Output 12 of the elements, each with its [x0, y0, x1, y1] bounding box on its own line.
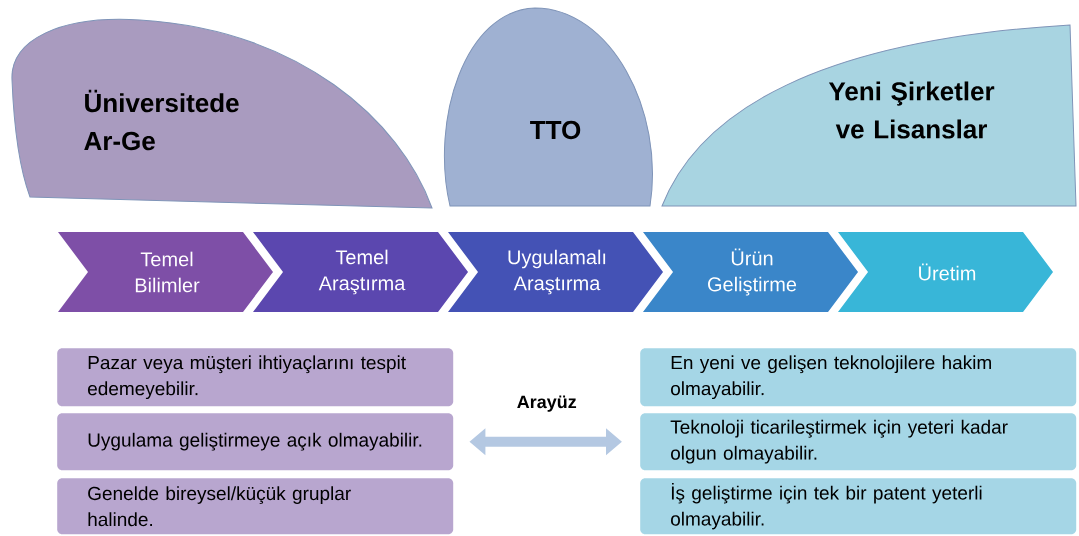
process-step: Üretim: [838, 232, 1053, 312]
process-step: Uygulamalı Araştırma: [448, 232, 663, 312]
process-step: Temel Araştırma: [253, 232, 468, 312]
text-box: Pazar veya müşteri ihtiyaçlarını tespit edemeyebilir.: [57, 348, 454, 407]
text-box: Genelde bireysel/küçük gruplar halinde.: [57, 478, 454, 535]
text-box: İş geliştirme için tek bir patent yeterli olmayabilir.: [640, 478, 1077, 535]
text-box: En yeni ve gelişen teknolojilere hakim olmayabilir.: [640, 348, 1077, 407]
process-step: Ürün Geliştirme: [643, 232, 858, 312]
process-step: Temel Bilimler: [58, 232, 273, 312]
text-box: Uygulama geliştirmeye açık olmayabilir.: [57, 413, 454, 471]
text-box: Teknoloji ticarileştirmek için yeteri kadar olgun olmayabilir.: [640, 413, 1077, 471]
edge-label: Arayüz: [517, 395, 577, 412]
